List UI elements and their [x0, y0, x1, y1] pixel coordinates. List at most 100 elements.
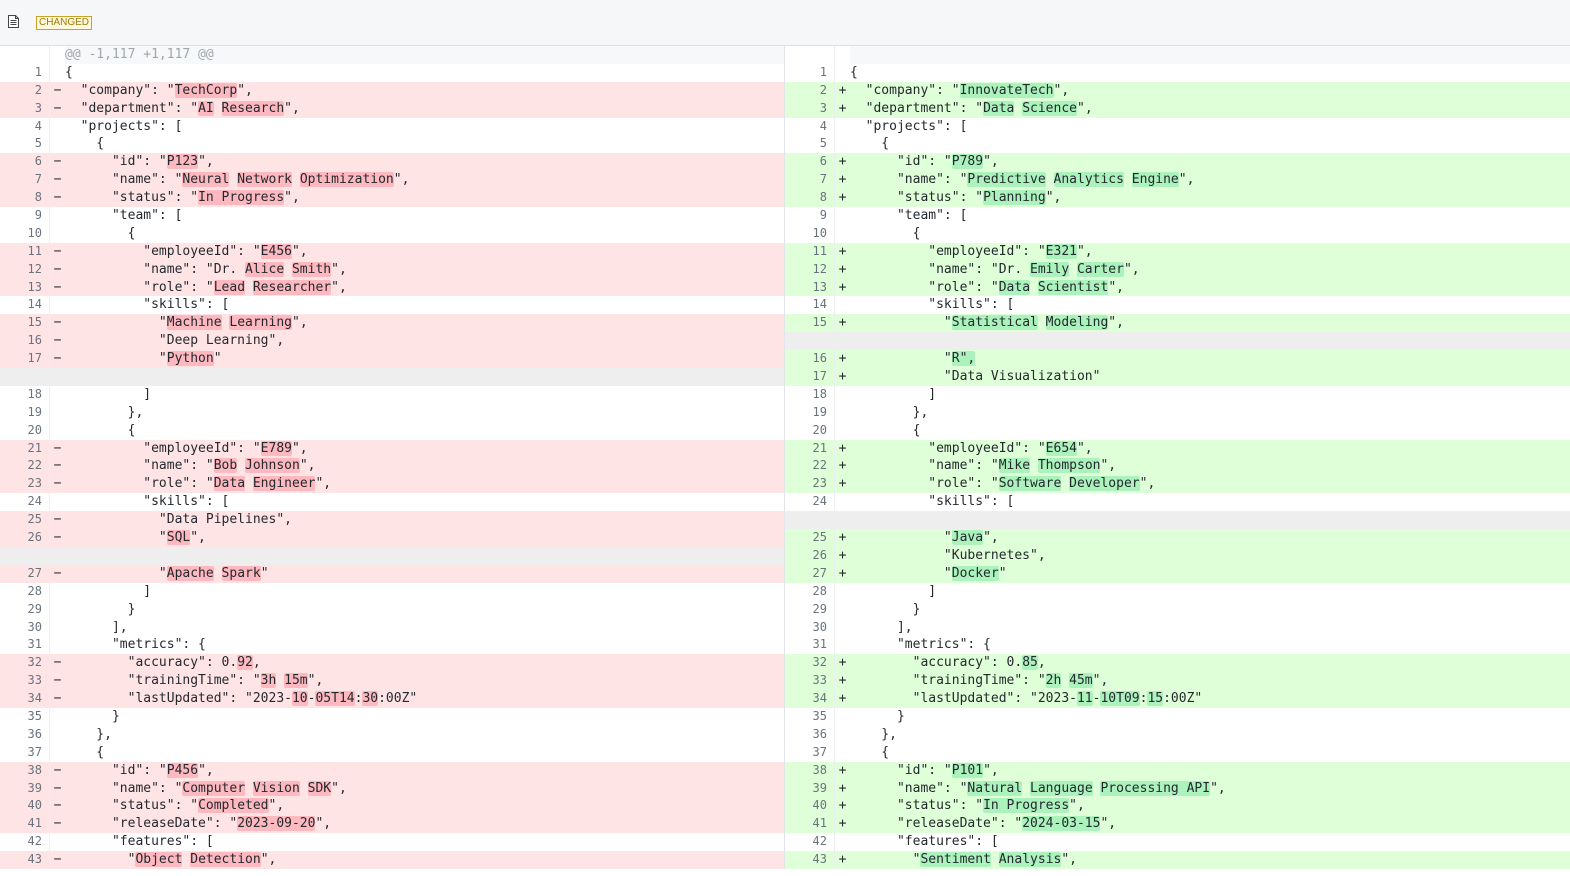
line-code: "lastUpdated": "2023-10-05T14:30:00Z" — [65, 691, 418, 707]
document-icon[interactable] — [8, 15, 19, 28]
line-code: "employeeId": "E789", — [65, 440, 308, 456]
line-code: "Data Pipelines", — [65, 512, 292, 528]
context-line: 1{ — [0, 63, 784, 82]
line-code: "Kubernetes", — [850, 547, 1046, 563]
context-line: 4 "projects": [ — [0, 117, 784, 136]
context-line: 5 { — [785, 135, 1570, 154]
empty-line — [785, 511, 1570, 530]
line-code: "skills": [ — [65, 297, 230, 313]
change-marker — [50, 744, 65, 762]
line-code: "name": "Mike Thompson", — [850, 458, 1117, 474]
change-marker: + — [838, 476, 847, 492]
change-marker: − — [53, 333, 62, 349]
change-marker — [50, 636, 65, 654]
added-line: 13+ "role": "Data Scientist", — [785, 278, 1570, 297]
line-number: 15 — [0, 314, 50, 333]
change-marker — [50, 547, 65, 565]
line-code: { — [65, 422, 136, 438]
line-number: 21 — [0, 439, 50, 458]
word-change-highlight: 85 — [1022, 655, 1038, 671]
word-change-highlight: Lead — [213, 279, 246, 295]
line-number: 12 — [785, 260, 835, 279]
original-pane[interactable]: @@ -1,117 +1,117 @@ 1{2− "company": "Tec… — [0, 46, 785, 869]
line-number: 26 — [0, 529, 50, 547]
line-code: } — [65, 601, 136, 617]
line-number: 43 — [785, 851, 835, 869]
line-code: { — [65, 225, 136, 241]
line-number: 40 — [0, 797, 50, 816]
context-line: 9 "team": [ — [0, 207, 784, 225]
line-number: 41 — [785, 815, 835, 834]
line-number: 19 — [785, 403, 835, 422]
line-number: 2 — [785, 81, 835, 100]
added-line: 15+ "Statistical Modeling", — [785, 314, 1570, 333]
change-marker: + — [838, 530, 847, 546]
word-change-highlight: Machine — [166, 315, 222, 331]
change-marker — [835, 511, 850, 529]
deleted-line: 15− "Machine Learning", — [0, 314, 784, 333]
line-number — [0, 546, 50, 565]
change-marker — [50, 135, 65, 153]
line-code: } — [850, 708, 905, 724]
line-code: ] — [65, 386, 152, 402]
change-marker: + — [838, 351, 847, 367]
word-change-highlight: Processing API — [1100, 780, 1211, 796]
added-line: 43+ "Sentiment Analysis", — [785, 851, 1570, 869]
context-line: 20 { — [785, 421, 1570, 440]
modified-pane[interactable]: 1{2+ "company": "InnovateTech",3+ "depar… — [785, 46, 1570, 869]
line-number: 26 — [785, 546, 835, 565]
line-code: "company": "InnovateTech", — [850, 82, 1070, 98]
added-line: 7+ "name": "Predictive Analytics Engine"… — [785, 171, 1570, 190]
word-change-highlight: Developer — [1069, 476, 1140, 492]
context-line: 1{ — [785, 63, 1570, 82]
deleted-line: 38− "id": "P456", — [0, 761, 784, 780]
empty-line — [785, 332, 1570, 351]
word-change-highlight: Data — [213, 476, 246, 492]
line-number: 22 — [0, 457, 50, 476]
line-code: "features": [ — [850, 834, 999, 850]
word-change-highlight: Bob — [213, 458, 238, 474]
deleted-line: 17− "Python" — [0, 350, 784, 369]
line-code — [65, 547, 784, 565]
deleted-line: 7− "name": "Neural Network Optimization"… — [0, 171, 784, 190]
line-number: 13 — [0, 278, 50, 297]
hunk-header-row: @@ -1,117 +1,117 @@ — [0, 46, 784, 64]
added-line: 26+ "Kubernetes", — [785, 546, 1570, 565]
change-marker — [835, 422, 850, 440]
change-marker: + — [838, 369, 847, 385]
line-code: "name": "Predictive Analytics Engine", — [850, 172, 1195, 188]
line-code: "employeeId": "E456", — [65, 243, 308, 259]
word-change-highlight: Sentiment — [920, 852, 991, 868]
line-code: "name": "Dr. Emily Carter", — [850, 261, 1140, 277]
change-marker: − — [53, 476, 62, 492]
line-code: ] — [65, 583, 152, 599]
line-code: "name": "Computer Vision SDK", — [65, 780, 347, 796]
word-change-highlight: 05T14 — [315, 691, 355, 707]
change-marker — [835, 583, 850, 601]
line-code: "Statistical Modeling", — [850, 315, 1124, 331]
change-marker — [50, 118, 65, 136]
change-marker: − — [53, 852, 62, 868]
change-marker — [835, 386, 850, 404]
line-number: 38 — [785, 761, 835, 780]
line-code: "Object Detection", — [65, 852, 277, 868]
line-number — [785, 332, 835, 351]
line-number: 6 — [0, 153, 50, 172]
line-number — [0, 368, 50, 386]
added-line: 11+ "employeeId": "E321", — [785, 242, 1570, 261]
word-change-highlight: 10 — [291, 691, 308, 707]
change-marker — [50, 368, 65, 386]
word-change-highlight: Alice — [245, 261, 285, 277]
line-code: "metrics": { — [850, 637, 991, 653]
change-marker: + — [838, 190, 847, 206]
word-change-highlight: Spark — [221, 565, 261, 581]
word-change-highlight: Science — [1022, 100, 1077, 116]
line-number: 40 — [785, 797, 835, 816]
deleted-line: 27− "Apache Spark" — [0, 564, 784, 583]
line-code: "accuracy": 0.85, — [850, 655, 1046, 671]
line-code: ] — [850, 386, 937, 402]
line-code — [850, 332, 1570, 350]
word-change-highlight: Johnson — [245, 458, 300, 474]
deleted-line: 39− "name": "Computer Vision SDK", — [0, 779, 784, 798]
line-code: { — [850, 64, 858, 80]
